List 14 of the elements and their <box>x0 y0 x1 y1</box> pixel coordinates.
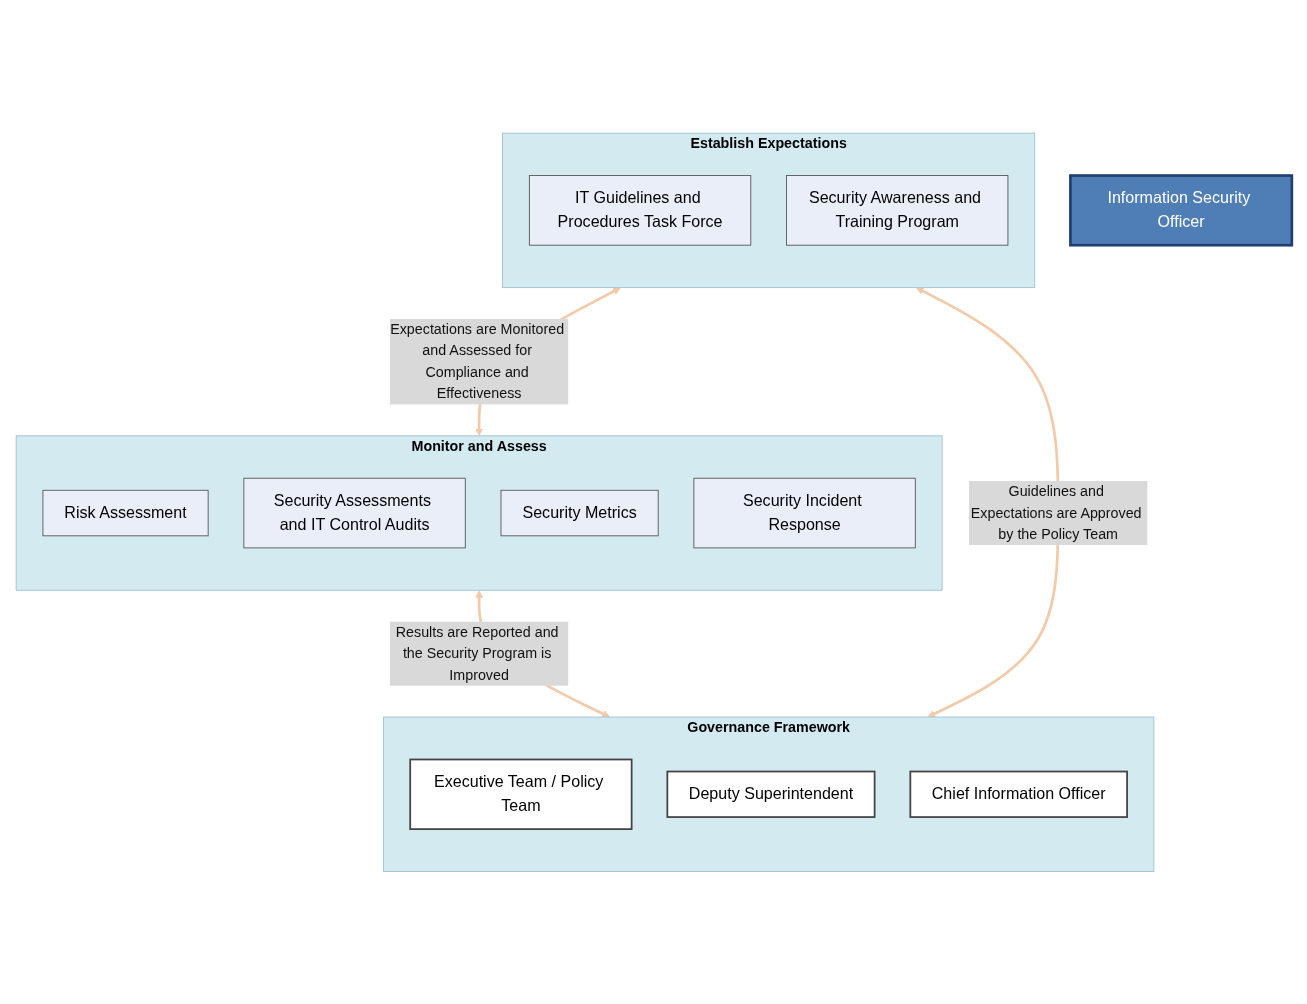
node-box: Security Metrics <box>500 489 659 536</box>
node-box: Information Security Officer <box>1068 173 1293 247</box>
node-box: Security Assessments and IT Control Audits <box>242 477 466 548</box>
edge-label: Results are Reported and the Security Program is Improved <box>395 623 559 682</box>
node-box: Risk Assessment <box>42 489 209 536</box>
node-box: Security Awareness and Training Program <box>785 174 1008 246</box>
edge-label: Expectations are Monitored and Assessed for Compliance and Effectiveness <box>389 321 564 401</box>
node-box: Executive Team / Policy Team <box>408 758 633 830</box>
arrow <box>915 286 1059 717</box>
node-box: Security Incident Response <box>692 477 916 548</box>
node-box: Chief Information Officer <box>908 770 1128 818</box>
node-box: IT Guidelines and Procedures Task Force <box>528 174 751 246</box>
node-box: Deputy Superintendent <box>665 770 875 818</box>
edge-label: Guidelines and Expectations are Approved by the Policy Team <box>970 483 1142 542</box>
